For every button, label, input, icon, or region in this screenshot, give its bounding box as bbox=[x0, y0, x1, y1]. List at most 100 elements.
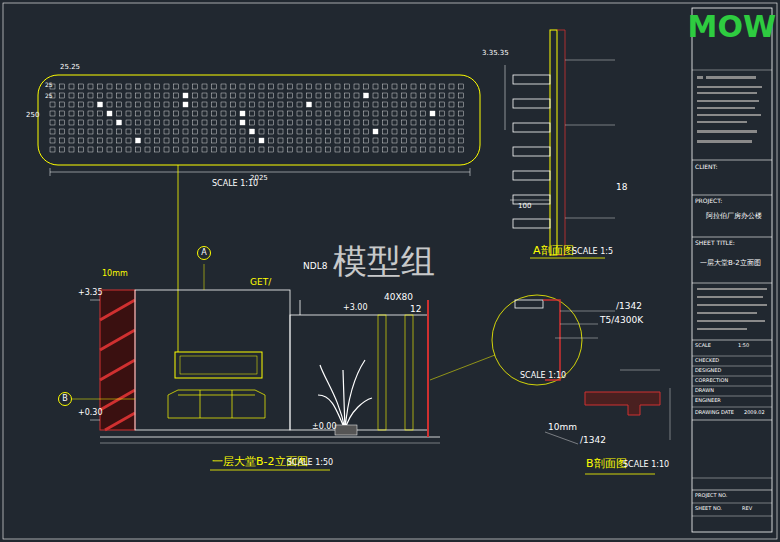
panel-cell bbox=[326, 129, 331, 134]
panel-cell bbox=[278, 129, 283, 134]
panel-cell bbox=[155, 111, 160, 116]
panel-cell bbox=[88, 102, 93, 107]
panel-cell bbox=[364, 111, 369, 116]
panel-cell bbox=[288, 93, 293, 98]
panel-cell bbox=[145, 120, 150, 125]
panel-cell bbox=[459, 147, 464, 152]
field-name: PROJECT NO. bbox=[695, 493, 727, 499]
panel-cell bbox=[231, 102, 236, 107]
panel-cell bbox=[183, 120, 188, 125]
panel-cell bbox=[421, 120, 426, 125]
panel-cell bbox=[193, 129, 198, 134]
dimension: 250 bbox=[26, 112, 39, 120]
panel-cell bbox=[373, 93, 378, 98]
panel-cell bbox=[383, 147, 388, 152]
panel-cell bbox=[373, 102, 378, 107]
panel-cell bbox=[202, 102, 207, 107]
panel-cell bbox=[449, 147, 454, 152]
panel-cell bbox=[79, 129, 84, 134]
panel-cell bbox=[60, 84, 65, 89]
panel-cell bbox=[373, 147, 378, 152]
panel-cell bbox=[107, 111, 112, 116]
panel-cell bbox=[145, 138, 150, 143]
panel-cell bbox=[221, 84, 226, 89]
dimension: 25 bbox=[45, 82, 53, 89]
material-note: 10mm bbox=[548, 423, 577, 433]
panel-cell bbox=[278, 93, 283, 98]
panel-cell bbox=[288, 138, 293, 143]
panel-cell bbox=[212, 102, 217, 107]
panel-cell bbox=[459, 138, 464, 143]
panel-cell bbox=[297, 84, 302, 89]
panel-cell bbox=[126, 147, 131, 152]
panel-cell bbox=[136, 84, 141, 89]
panel-cell bbox=[402, 138, 407, 143]
panel-cell bbox=[297, 147, 302, 152]
panel-cell bbox=[278, 120, 283, 125]
panel-cell bbox=[126, 120, 131, 125]
level-mark: +0.30 bbox=[78, 409, 103, 418]
panel-cell bbox=[269, 120, 274, 125]
panel-cell bbox=[145, 84, 150, 89]
panel-cell bbox=[392, 93, 397, 98]
panel-cell bbox=[174, 147, 179, 152]
panel-cell bbox=[402, 120, 407, 125]
panel-cell bbox=[145, 147, 150, 152]
panel-cell bbox=[354, 84, 359, 89]
panel-cell bbox=[259, 138, 264, 143]
panel-cell bbox=[259, 84, 264, 89]
panel-cell bbox=[250, 102, 255, 107]
panel-cell bbox=[259, 120, 264, 125]
panel-cell bbox=[212, 129, 217, 134]
panel-cell bbox=[60, 111, 65, 116]
panel-cell bbox=[335, 111, 340, 116]
panel-cell bbox=[392, 111, 397, 116]
panel-cell bbox=[231, 93, 236, 98]
panel-cell bbox=[221, 129, 226, 134]
panel-cell bbox=[411, 102, 416, 107]
panel-cell bbox=[345, 120, 350, 125]
panel-cell bbox=[402, 111, 407, 116]
panel-cell bbox=[430, 93, 435, 98]
panel-cell bbox=[459, 102, 464, 107]
panel-cell bbox=[402, 93, 407, 98]
panel-cell bbox=[98, 147, 103, 152]
panel-cell bbox=[79, 147, 84, 152]
panel-cell bbox=[440, 102, 445, 107]
fin-profile bbox=[513, 147, 550, 156]
panel-cell bbox=[193, 93, 198, 98]
panel-cell bbox=[269, 129, 274, 134]
panel-cell bbox=[250, 129, 255, 134]
dimension: 100 bbox=[518, 203, 531, 211]
watermark: 模型组 bbox=[333, 243, 435, 280]
panel-cell bbox=[326, 102, 331, 107]
panel-cell bbox=[212, 111, 217, 116]
marker-letter: B bbox=[62, 395, 68, 403]
panel-cell bbox=[354, 138, 359, 143]
panel-cell bbox=[107, 93, 112, 98]
panel-cell bbox=[354, 129, 359, 134]
panel-cell bbox=[250, 120, 255, 125]
panel-cell bbox=[345, 147, 350, 152]
field-name: CORRECTION bbox=[695, 378, 728, 384]
panel-cell bbox=[183, 84, 188, 89]
panel-cell bbox=[307, 93, 312, 98]
panel-cell bbox=[354, 147, 359, 152]
panel-cell bbox=[193, 111, 198, 116]
panel-cell bbox=[240, 147, 245, 152]
panel-cell bbox=[449, 111, 454, 116]
panel-cell bbox=[297, 102, 302, 107]
panel-cell bbox=[259, 93, 264, 98]
panel-cell bbox=[383, 93, 388, 98]
panel-cell bbox=[364, 147, 369, 152]
material-note: T5/4300K bbox=[600, 316, 643, 326]
panel-cell bbox=[193, 84, 198, 89]
panel-cell bbox=[373, 129, 378, 134]
panel-cell bbox=[297, 120, 302, 125]
scale-note: SCALE 1:10 bbox=[520, 372, 566, 381]
panel-cell bbox=[440, 129, 445, 134]
panel-cell bbox=[107, 120, 112, 125]
panel-cell bbox=[212, 84, 217, 89]
panel-cell bbox=[449, 129, 454, 134]
panel-cell bbox=[259, 111, 264, 116]
